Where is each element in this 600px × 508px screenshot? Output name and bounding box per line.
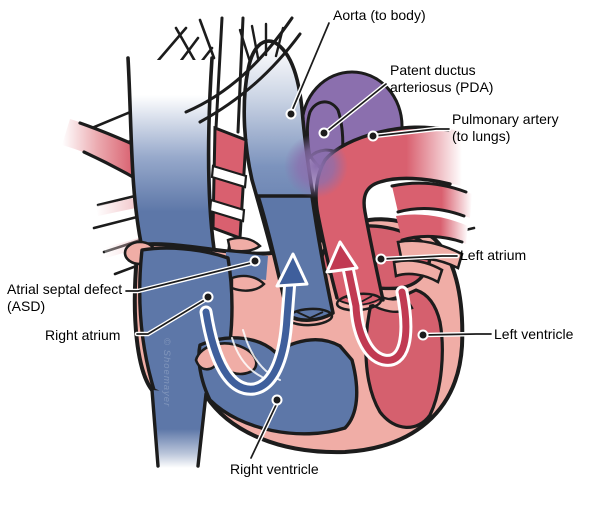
label-asd: Atrial septal defect (ASD) — [7, 281, 123, 314]
septum-flap-lower — [230, 274, 266, 292]
right-pulmonary-branches — [390, 181, 472, 244]
label-right-atrium: Right atrium — [45, 327, 121, 343]
septum-flap-upper — [226, 236, 262, 253]
inferior-vena-cava — [150, 388, 208, 468]
pulmonary-veins — [392, 239, 464, 284]
crossing-vessels — [184, 16, 302, 134]
label-pulmonary-artery: Pulmonary artery (to lungs) — [452, 111, 559, 144]
label-left-atrium: Left atrium — [460, 247, 527, 263]
label-aorta: Aorta (to body) — [333, 7, 426, 23]
mixing-blush — [284, 134, 348, 198]
blue-flow-arrow — [199, 252, 309, 396]
label-right-ventricle: Right ventricle — [230, 461, 319, 477]
artist-watermark: © Shoemayer — [161, 338, 172, 408]
label-pda: Patent ductus arteriosus (PDA) — [390, 62, 494, 95]
red-flow-arrow — [325, 240, 413, 367]
superior-vena-cava — [126, 56, 216, 255]
leader-lines — [123, 20, 494, 461]
label-left-ventricle: Left ventricle — [494, 326, 574, 342]
